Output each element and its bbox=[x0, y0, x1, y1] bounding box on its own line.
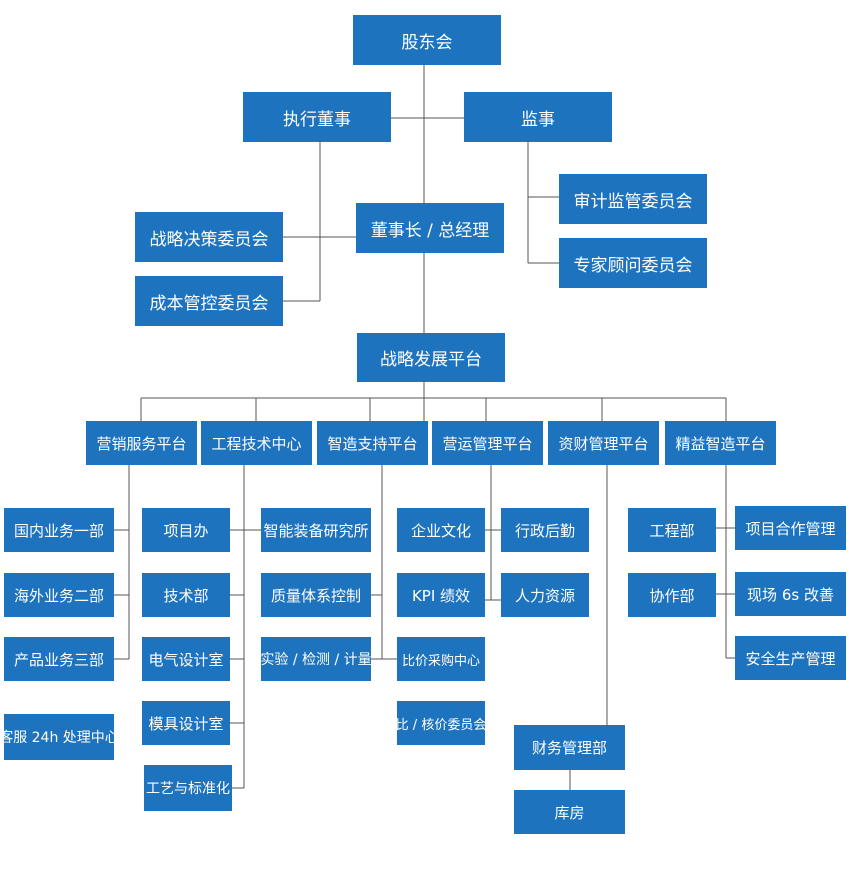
node-tech-dept: 技术部 bbox=[142, 573, 230, 617]
node-project-coop: 项目合作管理 bbox=[735, 506, 846, 550]
node-hr: 人力资源 bbox=[501, 573, 589, 617]
node-site-6s: 现场 6s 改善 bbox=[735, 572, 846, 616]
node-platform-finance: 资财管理平台 bbox=[548, 421, 659, 465]
node-finance-dept: 财务管理部 bbox=[514, 725, 625, 770]
node-supervisor: 监事 bbox=[464, 92, 612, 142]
node-overseas-business: 海外业务二部 bbox=[4, 573, 114, 617]
node-collab-dept: 协作部 bbox=[628, 573, 716, 617]
node-platform-lean: 精益智造平台 bbox=[665, 421, 776, 465]
node-price-compare: 比价采购中心 bbox=[397, 637, 485, 681]
node-platform-smart-mfg: 智造支持平台 bbox=[317, 421, 428, 465]
node-audit-committee: 审计监管委员会 bbox=[559, 174, 707, 224]
node-admin-logistics: 行政后勤 bbox=[501, 508, 589, 552]
node-warehouse: 库房 bbox=[514, 790, 625, 834]
node-project-office: 项目办 bbox=[142, 508, 230, 552]
node-process-standard: 工艺与标准化 bbox=[144, 765, 232, 811]
node-culture: 企业文化 bbox=[397, 508, 485, 552]
node-platform-operations: 营运管理平台 bbox=[432, 421, 543, 465]
node-platform-marketing: 营销服务平台 bbox=[86, 421, 197, 465]
node-electrical-design: 电气设计室 bbox=[142, 637, 230, 681]
node-cost-committee: 成本管控委员会 bbox=[135, 276, 283, 326]
node-platform-engineering: 工程技术中心 bbox=[201, 421, 312, 465]
node-shareholders: 股东会 bbox=[353, 15, 501, 65]
node-executive-director: 执行董事 bbox=[243, 92, 391, 142]
node-equipment-rd: 智能装备研究所 bbox=[261, 508, 371, 552]
node-engineering-dept: 工程部 bbox=[628, 508, 716, 552]
node-lab-testing: 实验 / 检测 / 计量 bbox=[260, 637, 372, 681]
node-domestic-business: 国内业务一部 bbox=[4, 508, 114, 552]
node-kpi: KPI 绩效 bbox=[397, 573, 485, 617]
node-safety: 安全生产管理 bbox=[735, 636, 846, 680]
node-quality-control: 质量体系控制 bbox=[261, 573, 371, 617]
node-strategy-committee: 战略决策委员会 bbox=[135, 212, 283, 262]
node-mold-design: 模具设计室 bbox=[142, 701, 230, 745]
node-price-check: 比 / 核价委员会 bbox=[396, 701, 486, 745]
node-product-business: 产品业务三部 bbox=[4, 637, 114, 681]
node-strategy-platform: 战略发展平台 bbox=[357, 333, 505, 382]
node-expert-committee: 专家顾问委员会 bbox=[559, 238, 707, 288]
node-chairman-gm: 董事长 / 总经理 bbox=[356, 203, 504, 253]
node-customer-service: 客服 24h 处理中心 bbox=[0, 714, 119, 760]
